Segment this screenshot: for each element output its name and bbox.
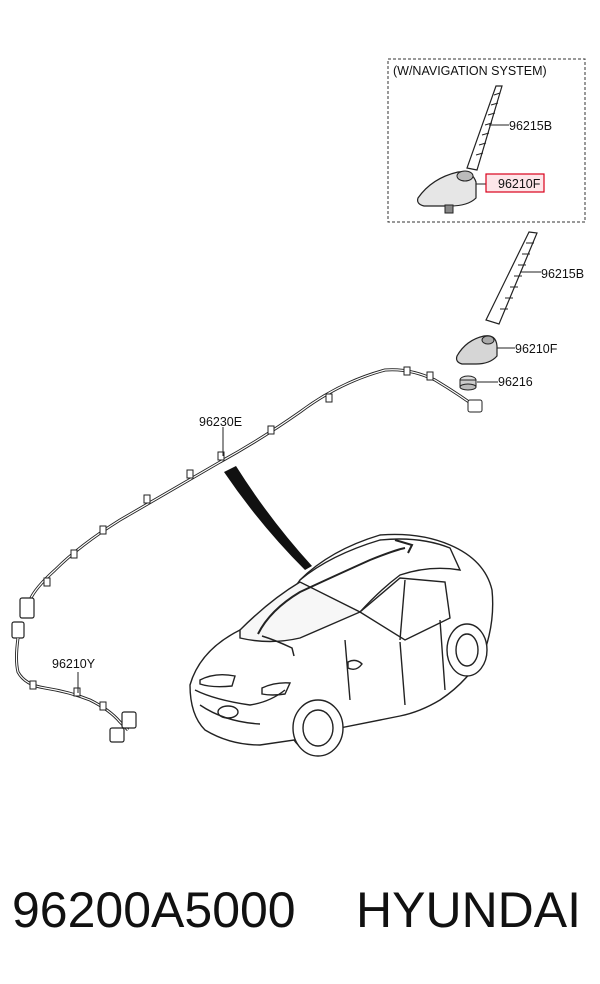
footer: 96200A5000 HYUNDAI (0, 880, 600, 950)
roof-cable (19, 366, 483, 619)
nav-box-title: (W/NAVIGATION SYSTEM) (393, 64, 547, 78)
leader-arrow (224, 466, 312, 570)
antenna-nut (459, 375, 477, 391)
callout-lower-cable: 96210Y (52, 657, 96, 671)
antenna-rod (485, 231, 538, 325)
brand-name: HYUNDAI (356, 882, 582, 938)
nav-antenna-rod (466, 85, 503, 171)
callout-roof-cable: 96230E (199, 415, 242, 429)
part-number: 96200A5000 (12, 882, 296, 938)
callout-antenna-nut: 96216 (498, 375, 533, 389)
callout-antenna-base: 96210F (515, 342, 558, 356)
lower-cable (11, 621, 137, 743)
antenna-parts-diagram: (W/NAVIGATION SYSTEM) 96215B 96210F (11, 58, 586, 757)
nav-antenna-base (417, 170, 477, 214)
antenna-base (455, 335, 498, 365)
highlight-box (485, 173, 545, 193)
callout-nav-antenna-base: 96210F (498, 177, 541, 191)
callout-nav-antenna-rod: 96215B (509, 119, 552, 133)
callout-antenna-rod: 96215B (541, 267, 584, 281)
navigation-system-inset: (W/NAVIGATION SYSTEM) 96215B 96210F (387, 58, 586, 223)
car-illustration (189, 533, 494, 757)
